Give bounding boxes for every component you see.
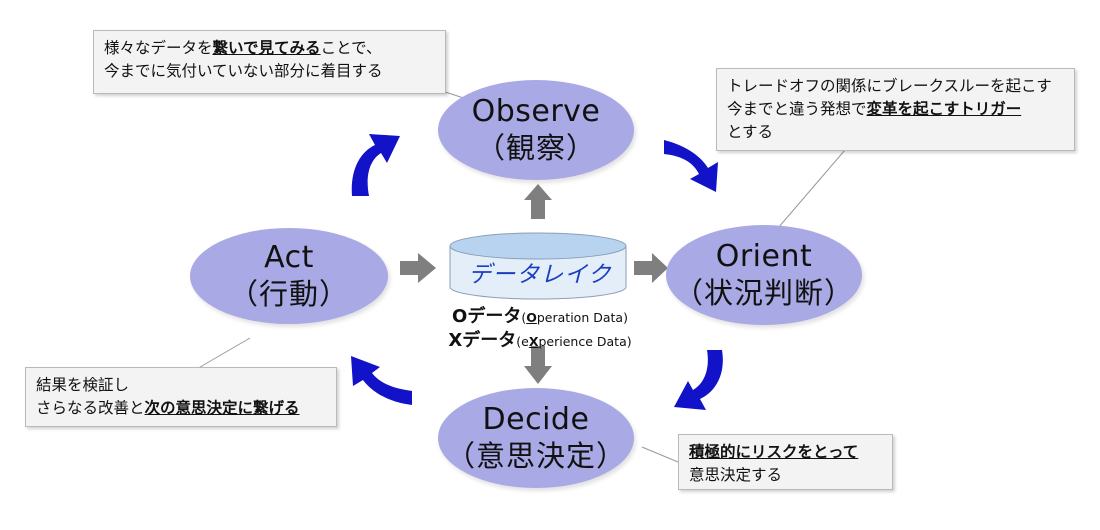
o-data-label: データ <box>467 306 522 327</box>
x-data-line: Xデータ(eXperience Data) <box>420 326 660 352</box>
gray-arrow-right-into-lake <box>400 253 436 283</box>
data-lake-cylinder <box>449 232 627 300</box>
cycle-arrow-act-to-observe <box>351 134 400 196</box>
act-note-connector <box>194 337 251 371</box>
cycle-arrow-observe-to-orient <box>664 140 718 192</box>
orient-node: Orient （状況判断） <box>666 225 862 325</box>
decide-note-connector <box>641 446 679 463</box>
o-data-initial: O <box>526 310 537 325</box>
observe-note: 様々なデータを繋いで見てみることで、 今までに気付いていない部分に着目する <box>93 30 446 94</box>
act-subtitle: （行動） <box>228 277 349 311</box>
decide-subtitle: （意思決定） <box>445 439 626 473</box>
observe-note-line2: 今までに気付いていない部分に着目する <box>104 62 383 80</box>
orient-note-line2: 今までと違う発想で変革を起こすトリガー <box>727 100 1022 118</box>
data-lake-label: データレイク <box>468 262 612 288</box>
cycle-arrow-orient-to-decide <box>674 350 723 410</box>
orient-title: Orient <box>715 239 813 274</box>
act-node: Act （行動） <box>190 228 388 324</box>
orient-note-connector <box>777 149 846 229</box>
act-note-line2: さらなる改善と次の意思決定に繋げる <box>36 399 300 417</box>
decide-note-line1: 積極的にリスクをとって <box>689 441 882 464</box>
observe-subtitle: （観察） <box>475 131 596 165</box>
x-data-letter: X <box>448 330 463 351</box>
decide-note: 積極的にリスクをとって 意思決定する <box>678 434 893 490</box>
orient-note-emphasis: 変革を起こすトリガー <box>866 100 1022 118</box>
cycle-arrow-decide-to-act <box>351 356 412 405</box>
gray-arrow-down <box>524 346 552 384</box>
x-data-label: データ <box>462 330 517 351</box>
act-title: Act <box>264 240 314 275</box>
o-data-desc: peration Data) <box>536 310 628 325</box>
o-data-line: Oデータ(Operation Data) <box>420 302 660 328</box>
decide-note-emphasis: 積極的にリスクをとって <box>689 443 859 461</box>
observe-node: Observe （観察） <box>438 80 634 180</box>
act-note: 結果を検証し さらなる改善と次の意思決定に繋げる <box>25 367 337 427</box>
act-note-line1: 結果を検証し <box>36 376 130 394</box>
o-data-letter: O <box>452 306 468 327</box>
orient-note-line1: トレードオフの関係にブレークスルーを起こす <box>727 77 1052 95</box>
decide-node: Decide （意思決定） <box>438 388 634 488</box>
observe-note-emphasis: 繋いで見てみる <box>212 39 321 57</box>
gray-arrow-up <box>524 184 552 219</box>
orient-note: トレードオフの関係にブレークスルーを起こす 今までと違う発想で変革を起こすトリガ… <box>716 68 1075 151</box>
gray-arrow-right-to-orient <box>634 253 668 283</box>
observe-title: Observe <box>471 94 601 129</box>
x-data-initial: X <box>528 334 539 349</box>
decide-title: Decide <box>482 402 590 437</box>
orient-note-line3: とする <box>727 123 774 141</box>
observe-note-line1: 様々なデータを繋いで見てみることで、 <box>104 39 382 57</box>
o-data-paren: ( <box>521 310 527 325</box>
act-note-emphasis: 次の意思決定に繋げる <box>144 399 300 417</box>
decide-note-line2: 意思決定する <box>689 466 783 484</box>
orient-subtitle: （状況判断） <box>673 276 854 310</box>
x-data-paren: (e <box>516 334 529 349</box>
x-data-desc: perience Data) <box>538 334 632 349</box>
